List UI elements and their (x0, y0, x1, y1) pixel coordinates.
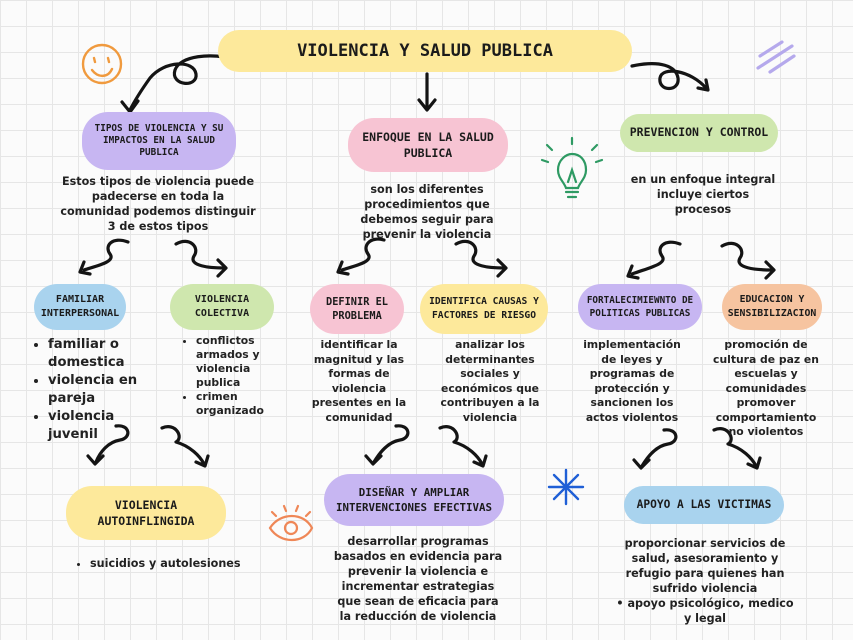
tipos-description: Estos tipos de violencia puede padecerse… (60, 175, 256, 233)
arrow-enfoque-definir (340, 237, 386, 272)
arrowhead-prev-fortalecimiento (626, 264, 640, 280)
node-violencia-autoinfligida: VIOLENCIA AUTOINFLINGIDA (66, 486, 226, 540)
prevencion-description: en un enfoque integral incluye ciertos p… (630, 173, 776, 216)
arrowhead-tipos-familiar (78, 260, 92, 276)
node-prevencion-control: PREVENCION Y CONTROL (620, 114, 778, 152)
node-fortalecimiento-politicas: FORTALECIMIEWNTO DE POLITICAS PUBLICAS (578, 284, 702, 330)
arrowhead-center-left (364, 454, 383, 466)
node-apoyo-label: APOYO A LAS VICTIMAS (636, 498, 772, 512)
node-apoyo-victimas: APOYO A LAS VICTIMAS (624, 486, 784, 524)
node-auto-label: VIOLENCIA AUTOINFLINGIDA (97, 498, 195, 528)
apoyo-item-text: apoyo psicológico, medico y legal (627, 597, 794, 625)
eye-icon (268, 504, 314, 542)
node-enfoque-salud: ENFOQUE EN LA SALUD PUBLICA (348, 118, 508, 172)
node-tipos-label: TIPOS DE VIOLENCIA Y SU IMPACTOS EN LA S… (94, 123, 224, 158)
colectiva-item: crimen organizado (196, 390, 276, 418)
arrowhead-right-right (746, 456, 762, 470)
arrowhead-familiar-right (194, 454, 210, 468)
node-definir-label: DEFINIR EL PROBLEMA (326, 296, 388, 322)
node-prevencion-label: PREVENCION Y CONTROL (629, 125, 769, 140)
disenar-description: desarrollar programas basados en evidenc… (333, 535, 503, 623)
smiley-icon (81, 43, 123, 85)
familiar-item: violencia juvenil (48, 408, 166, 444)
node-identifica-label: IDENTIFICA CAUSAS Y FACTORES DE RIESGO (429, 296, 539, 321)
arrow-center-left (372, 424, 410, 464)
node-enfoque-label: ENFOQUE EN LA SALUD PUBLICA (362, 130, 494, 160)
familiar-item: violencia en pareja (48, 372, 166, 408)
familiar-list: familiar o domestica violencia en pareja… (32, 336, 166, 444)
page-title: VIOLENCIA Y SALUD PUBLICA (297, 40, 553, 61)
title-banner: VIOLENCIA Y SALUD PUBLICA (218, 30, 632, 72)
node-definir-problema: DEFINIR EL PROBLEMA (310, 284, 404, 334)
node-familiar-label: FAMILIAR INTERPERSONAL (40, 294, 120, 319)
auto-list: suicidios y autolesiones (76, 556, 256, 571)
arrow-enfoque-identifica (454, 239, 506, 270)
node-identifica-causas: IDENTIFICA CAUSAS Y FACTORES DE RIESGO (420, 284, 548, 334)
arrowhead-tipos-colectiva (216, 258, 228, 278)
node-educacion-sensibilizacion: EDUCACION Y SENSIBILIZACION (722, 284, 822, 330)
arrowhead-center-right (472, 454, 488, 468)
node-disenar-intervenciones: DISEÑAR Y AMPLIAR INTERVENCIONES EFECTIV… (324, 474, 504, 526)
apoyo-description: proporcionar servicios de salud, asesora… (616, 536, 794, 626)
arrowhead-title-right (696, 78, 710, 92)
enfoque-description: son los diferentes procedimientos que de… (360, 183, 494, 241)
identifica-description: analizar los determinantes sociales y ec… (440, 338, 540, 424)
arrow-center-right (438, 425, 484, 466)
scribble-icon (756, 40, 796, 74)
node-disenar-label: DISEÑAR Y AMPLIAR INTERVENCIONES EFECTIV… (335, 486, 492, 514)
arrow-familiar-right (160, 425, 206, 466)
arrowhead-enfoque-definir (336, 260, 350, 276)
colectiva-item: conflictos armados y violencia publica (196, 334, 276, 390)
apoyo-text: proporcionar servicios de salud, asesora… (624, 537, 786, 595)
arrow-right-right (712, 427, 758, 468)
arrow-title-left (128, 54, 240, 112)
fortalecimiento-description: implementación de leyes y programas de p… (583, 338, 681, 424)
arrowhead-enfoque-identifica (496, 258, 508, 278)
node-colectiva-label: VIOLENCIA COLECTIVA (194, 294, 250, 319)
node-familiar-interpersonal: FAMILIAR INTERPERSONAL (34, 284, 126, 330)
arrowhead-prev-educacion (764, 260, 776, 280)
arrow-familiar-left (94, 424, 130, 464)
node-tipos-violencia: TIPOS DE VIOLENCIA Y SU IMPACTOS EN LA S… (82, 112, 236, 170)
apoyo-item: • apoyo psicológico, medico y legal (616, 597, 794, 625)
arrow-tipos-colectiva (174, 239, 226, 270)
arrowhead-title-left (120, 99, 140, 114)
arrow-tipos-familiar (82, 238, 130, 272)
arrow-prev-educacion (720, 241, 774, 272)
arrowhead-title-center (417, 98, 437, 112)
arrowhead-familiar-left (86, 454, 105, 466)
arrowhead-right-left (632, 458, 651, 470)
colectiva-list: conflictos armados y violencia publica c… (184, 334, 276, 418)
arrow-title-right (630, 62, 708, 91)
familiar-item: familiar o domestica (48, 336, 166, 372)
arrow-right-left (640, 428, 678, 468)
definir-description: identificar la magnitud y las formas de … (311, 338, 407, 424)
node-educacion-label: EDUCACION Y SENSIBILIZACION (727, 294, 817, 319)
lightbulb-icon (540, 136, 604, 199)
node-fortalecimiento-label: FORTALECIMIEWNTO DE POLITICAS PUBLICAS (586, 295, 694, 319)
educacion-description: promoción de cultura de paz en escuelas … (713, 338, 819, 438)
node-violencia-colectiva: VIOLENCIA COLECTIVA (170, 284, 274, 330)
star-icon (547, 468, 585, 506)
auto-item: suicidios y autolesiones (90, 556, 256, 571)
arrow-prev-fortalecimiento (630, 240, 682, 276)
